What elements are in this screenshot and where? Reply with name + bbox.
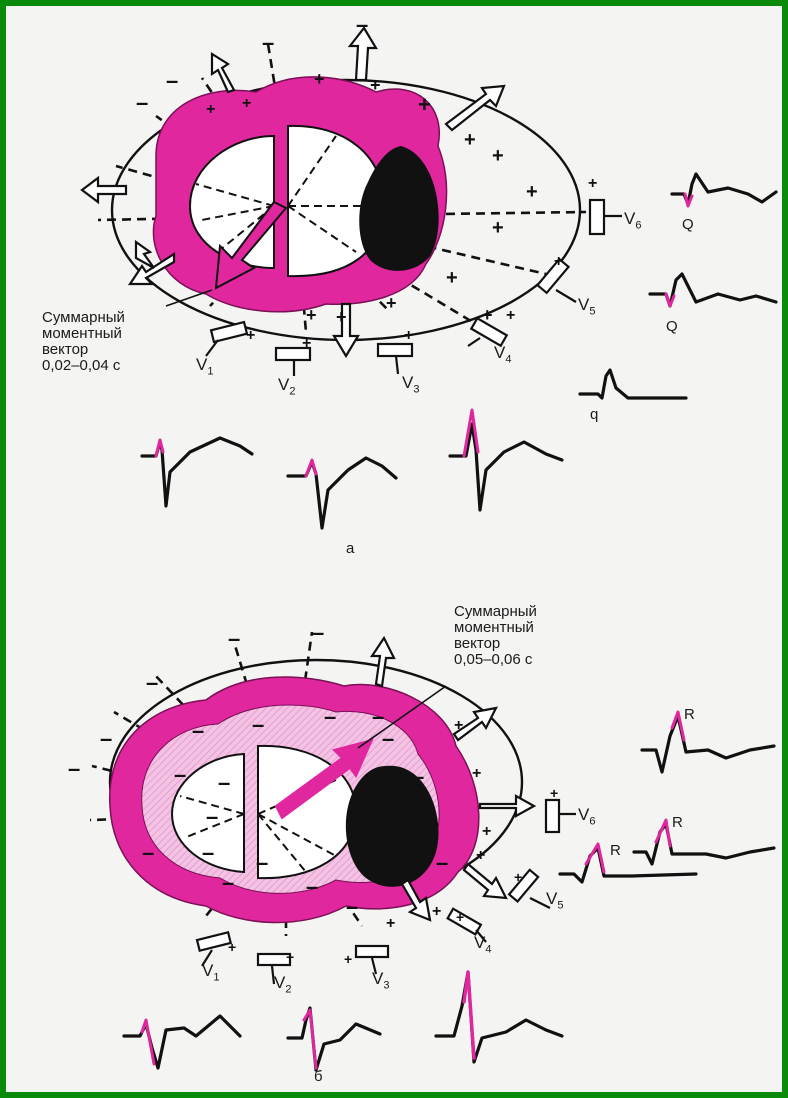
minus-sign: – [356, 14, 368, 36]
wave-a-v5-label: Q [666, 318, 678, 335]
panel-a-caption-line-3: вектор [42, 342, 125, 358]
minus-sign: – [306, 876, 318, 898]
plus-sign: + [370, 76, 381, 94]
minus-sign: – [222, 872, 234, 894]
lead-a-v3: V3 [402, 374, 419, 398]
plus-sign: + [454, 718, 463, 734]
lead-a-v6: V6 [624, 210, 641, 234]
panel-b [90, 632, 576, 984]
lead-a-v5: V5 [578, 296, 595, 320]
panel-b-caption-line-4: 0,05–0,06 с [454, 652, 537, 668]
plus-sign: + [432, 904, 441, 920]
minus-sign: – [382, 728, 394, 750]
panel-b-caption-line-2: моментный [454, 620, 537, 636]
plus-sign: + [386, 294, 397, 312]
panel-b-vector-caption: Суммарный моментный вектор 0,05–0,06 с [454, 604, 537, 668]
plus-sign: + [228, 940, 236, 954]
minus-sign: – [436, 852, 448, 874]
minus-sign: – [424, 812, 436, 834]
plus-sign: + [492, 218, 504, 238]
plus-sign: + [206, 102, 215, 118]
minus-sign: – [372, 706, 384, 728]
wave-b-v4-label: R [610, 842, 621, 859]
trace-b-v5 [634, 824, 774, 864]
plus-sign: + [242, 96, 251, 112]
wave-b-v6-label: R [684, 706, 695, 723]
plus-sign: + [526, 182, 538, 202]
plus-sign: + [386, 916, 395, 932]
minus-sign: – [412, 766, 424, 788]
minus-sign: – [68, 758, 80, 780]
lead-b-v6: V6 [578, 806, 595, 830]
plus-sign: + [506, 308, 515, 324]
panel-a-caption-line-2: моментный [42, 326, 125, 342]
plus-sign: + [446, 268, 458, 288]
lead-a-v4: V4 [494, 344, 511, 368]
minus-sign: – [146, 672, 158, 694]
panel-b-caption-line-1: Суммарный [454, 604, 537, 620]
plus-sign: + [492, 146, 504, 166]
plus-sign: + [476, 848, 485, 864]
plus-sign: + [418, 94, 431, 116]
minus-sign: – [142, 842, 154, 864]
plus-sign: + [246, 328, 255, 344]
trace-a-v2 [288, 458, 396, 528]
plus-sign: + [286, 950, 294, 964]
plus-sign: + [314, 70, 325, 88]
panel-a [82, 28, 622, 376]
minus-sign: – [206, 806, 218, 828]
wave-b-v5-label: R [672, 814, 683, 831]
minus-sign: – [312, 622, 324, 644]
panel-a-caption-line-4: 0,02–0,04 с [42, 358, 125, 374]
panel-a-vector-caption: Суммарный моментный вектор 0,02–0,04 с [42, 310, 125, 374]
plus-sign: + [514, 870, 522, 884]
plus-sign: + [302, 336, 311, 352]
minus-sign: – [346, 896, 358, 918]
minus-sign: – [252, 714, 264, 736]
lead-b-v3: V3 [372, 970, 389, 994]
minus-sign: – [262, 32, 274, 54]
trace-b-v3 [436, 972, 562, 1062]
trace-b-v1 [124, 1016, 240, 1068]
panel-b-label: б [314, 1068, 323, 1085]
minus-sign: – [166, 70, 178, 92]
plus-sign: + [404, 328, 413, 344]
trace-b-v6 [642, 716, 774, 772]
plus-sign: + [554, 254, 563, 270]
plus-sign: + [588, 176, 597, 192]
minus-sign: – [324, 706, 336, 728]
plus-sign: + [550, 786, 558, 800]
minus-sign: – [100, 728, 112, 750]
minus-sign: – [202, 842, 214, 864]
panel-a-label: а [346, 540, 354, 557]
minus-sign: – [218, 772, 230, 794]
panel-a-caption-line-1: Суммарный [42, 310, 125, 326]
wave-a-v6-label: Q [682, 216, 694, 233]
plus-sign: + [344, 952, 352, 966]
minus-sign: – [192, 720, 204, 742]
minus-sign: – [256, 852, 268, 874]
plus-sign: + [472, 766, 481, 782]
lead-b-v4: V4 [474, 934, 491, 958]
plus-sign: + [336, 308, 347, 326]
plus-sign: + [482, 824, 491, 840]
panel-b-caption-line-3: вектор [454, 636, 537, 652]
lead-b-v1: V1 [202, 962, 219, 986]
trace-a-v4 [580, 370, 686, 398]
plus-sign: + [456, 910, 464, 924]
minus-sign: – [174, 764, 186, 786]
wave-a-v4-label: q [590, 406, 598, 423]
figure-frame: Суммарный моментный вектор 0,02–0,04 с V… [6, 6, 782, 1092]
plus-sign: + [482, 306, 493, 324]
lead-b-v5: V5 [546, 890, 563, 914]
plus-sign: + [464, 130, 476, 150]
trace-b-v2 [288, 1008, 380, 1070]
plus-sign: + [306, 306, 317, 324]
lead-a-v1: V1 [196, 356, 213, 380]
lead-a-v2: V2 [278, 376, 295, 400]
minus-sign: – [228, 628, 240, 650]
minus-sign: – [136, 92, 148, 114]
lead-b-v2: V2 [274, 974, 291, 998]
